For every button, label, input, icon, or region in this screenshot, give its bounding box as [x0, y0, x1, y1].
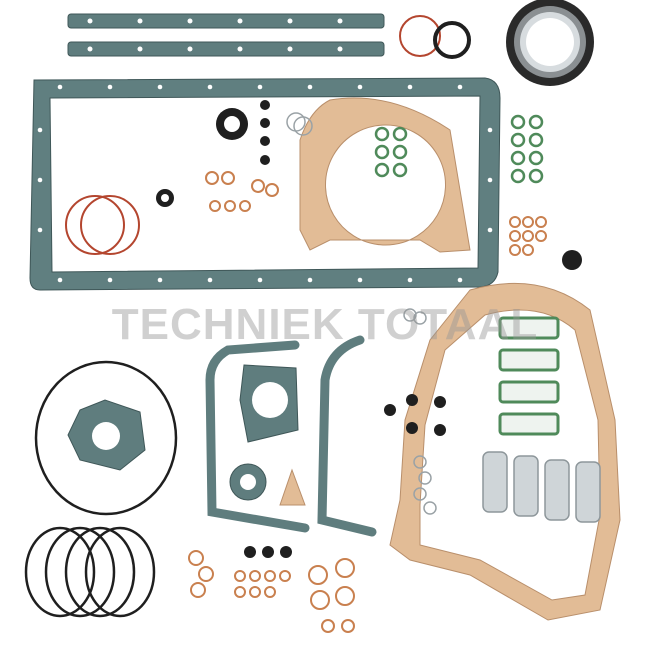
green-gasket-plates: [498, 316, 560, 436]
small-black-seals: [156, 100, 582, 270]
oil-pan-gasket: [29, 77, 501, 291]
gray-gasket-strips: [67, 13, 385, 57]
green-o-rings: [374, 114, 544, 184]
copper-o-rings: [65, 195, 140, 255]
valve-stem-seals: [244, 394, 446, 558]
tan-timing-cover-gasket: [389, 282, 621, 621]
copper-washers: [205, 171, 547, 256]
crankshaft-seals: [399, 0, 594, 86]
gray-manifold-gaskets: [229, 364, 306, 506]
gray-side-rails: [205, 335, 377, 537]
copper-washers-bottom: [188, 550, 355, 633]
cylinder-liner-rings: [24, 360, 178, 618]
gray-flange-gasket: [67, 399, 146, 471]
tan-rear-cover-gasket: [299, 97, 471, 253]
metal-washers: [286, 112, 437, 515]
metal-exhaust-gaskets: [482, 451, 601, 523]
